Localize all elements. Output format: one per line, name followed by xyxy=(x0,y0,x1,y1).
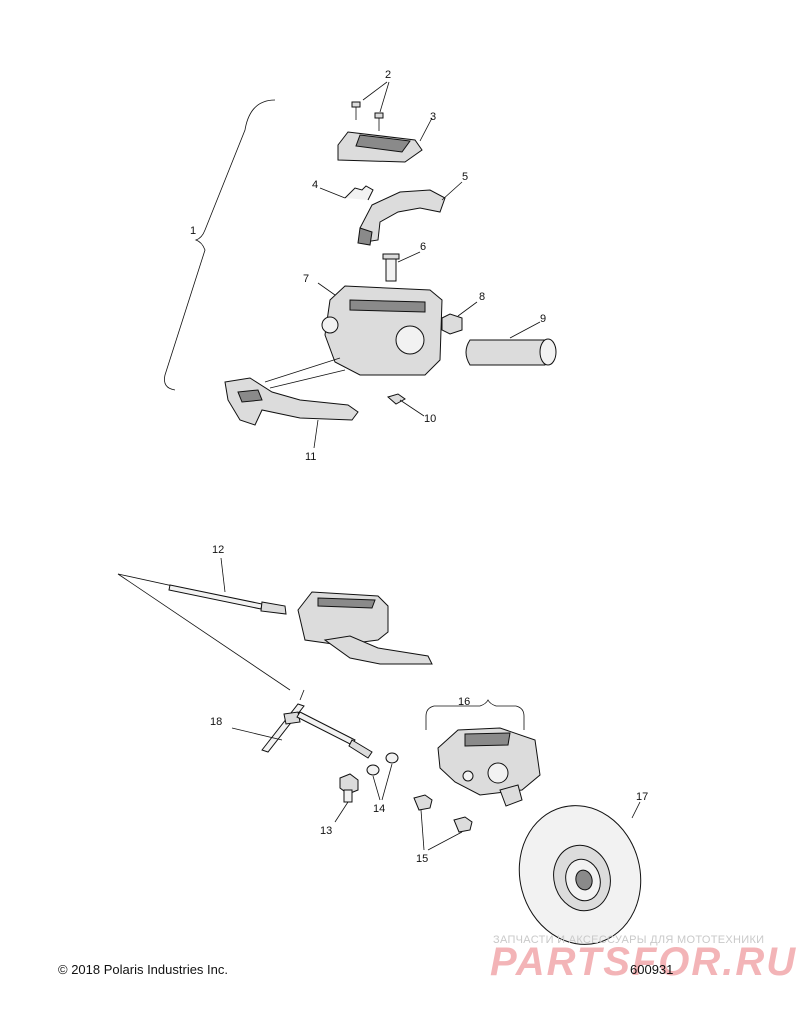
caliper-bracket-line xyxy=(425,699,525,730)
parking-lever xyxy=(357,181,463,246)
callout-4: 4 xyxy=(312,179,318,191)
watermark-tagline: ЗАПЧАСТИ И АКСЕССУАРЫ ДЛЯ МОТОТЕХНИКИ xyxy=(493,934,765,946)
diagram-number: 600931 xyxy=(630,962,674,977)
banjo-bolt xyxy=(334,773,359,823)
pivot-pin xyxy=(382,251,421,282)
callout-18: 18 xyxy=(210,716,222,728)
brake-caliper xyxy=(437,727,541,807)
copyright-text: © 2018 Polaris Industries Inc. xyxy=(58,962,228,977)
callout-5: 5 xyxy=(462,171,468,183)
callout-11: 11 xyxy=(305,451,316,463)
callout-13: 13 xyxy=(320,825,332,837)
watermark-logo: PARTSFOR.RU xyxy=(490,940,798,984)
lower-brake-line xyxy=(296,711,373,759)
callout-14: 14 xyxy=(373,803,385,815)
brake-line-assembly xyxy=(117,557,433,691)
callout-6: 6 xyxy=(420,241,426,253)
assembly-bracket xyxy=(164,99,276,391)
callout-8: 8 xyxy=(479,291,485,303)
brake-lever xyxy=(224,357,359,449)
callout-10: 10 xyxy=(424,413,436,425)
callout-17: 17 xyxy=(636,791,648,803)
callout-9: 9 xyxy=(540,313,546,325)
callout-1: 1 xyxy=(190,225,196,237)
line-clip xyxy=(231,689,305,753)
callout-3: 3 xyxy=(430,111,436,123)
brake-switch xyxy=(441,301,478,335)
piston xyxy=(465,321,557,366)
callout-12: 12 xyxy=(212,544,224,556)
brake-disc xyxy=(518,801,642,945)
callout-2: 2 xyxy=(385,69,391,81)
caliper-bolts xyxy=(413,794,473,851)
screws xyxy=(351,81,390,131)
callout-7: 7 xyxy=(303,273,309,285)
callout-15: 15 xyxy=(416,853,428,865)
washers xyxy=(366,752,399,801)
callout-16: 16 xyxy=(458,696,470,708)
reservoir-cover xyxy=(337,117,433,163)
master-cylinder-body xyxy=(317,282,443,376)
nut xyxy=(386,393,425,417)
spring-clip xyxy=(319,185,374,201)
